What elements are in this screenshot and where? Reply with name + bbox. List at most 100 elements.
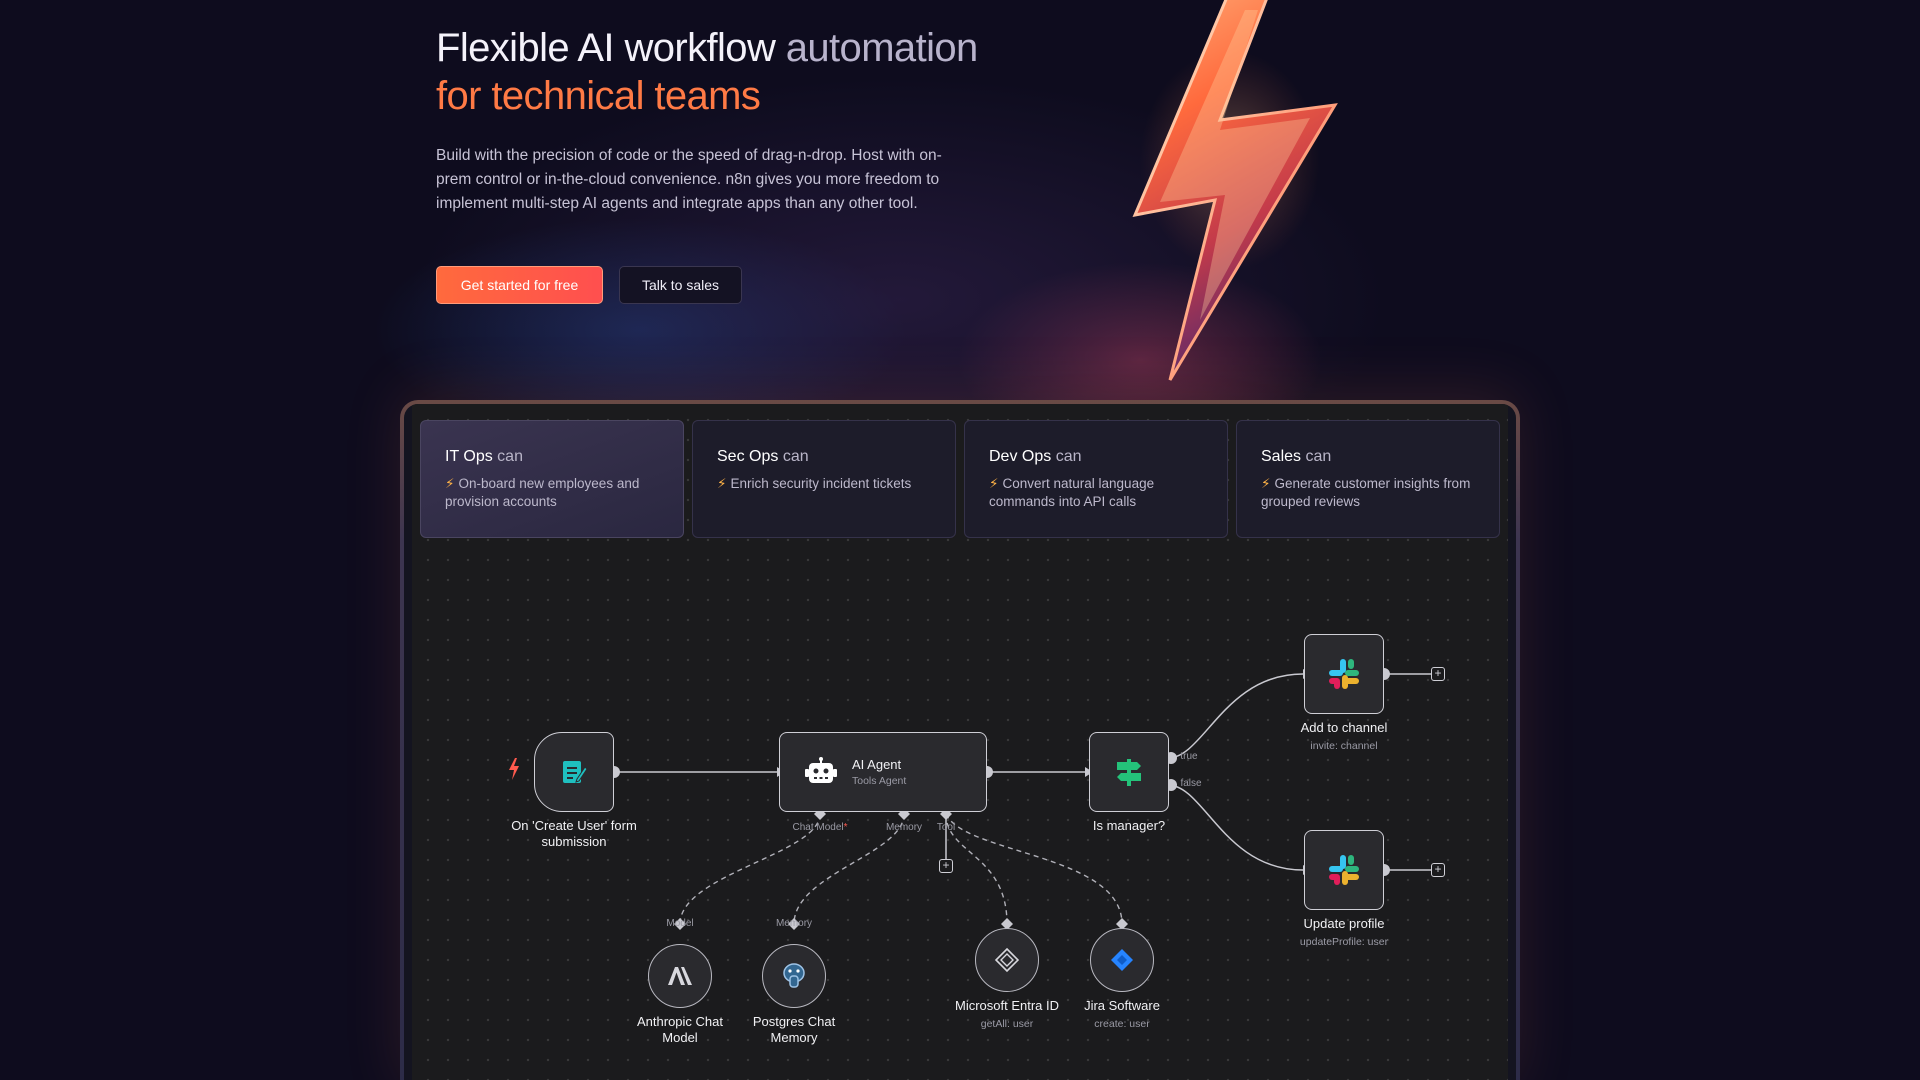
anthropic-chat-model-node[interactable]: [648, 944, 712, 1008]
use-case-tabs: IT Ops can ⚡On-board new employees and p…: [420, 420, 1500, 538]
tab-can: can: [1055, 448, 1082, 465]
input-port-diamond: [1001, 918, 1013, 930]
jira-software-node[interactable]: [1090, 928, 1154, 992]
hero-description: Build with the precision of code or the …: [436, 147, 942, 212]
required-mark: *: [843, 822, 848, 833]
connection-false-branch: [1167, 784, 1304, 871]
connection-tool-entra: [945, 813, 1008, 925]
tab-description: ⚡Enrich security incident tickets: [717, 475, 931, 493]
tab-sec-ops[interactable]: Sec Ops can ⚡Enrich security incident ti…: [692, 420, 956, 538]
postgres-label: Postgres Chat Memory: [752, 1014, 836, 1045]
port-label-memory: Memory: [885, 822, 923, 833]
tab-can: can: [1305, 448, 1332, 465]
tab-desc-text: Convert natural language commands into A…: [989, 476, 1155, 509]
tab-description: ⚡On-board new employees and provision ac…: [445, 475, 659, 511]
add-node-button[interactable]: +: [1431, 667, 1445, 681]
lightning-icon: ⚡: [1261, 476, 1271, 491]
add-node-button[interactable]: +: [1431, 863, 1445, 877]
tab-title: IT Ops can: [445, 447, 659, 467]
tab-title: Sales can: [1261, 447, 1475, 467]
demo-frame: IT Ops can ⚡On-board new employees and p…: [400, 400, 1520, 1080]
hero-title: Flexible AI workflow automation for tech…: [436, 24, 978, 120]
signpost-icon: [1117, 759, 1141, 786]
slack-icon: [1329, 659, 1359, 689]
trigger-node-label: On 'Create User' form submission: [511, 818, 637, 849]
ai-agent-node[interactable]: AI Agent Tools Agent: [779, 732, 987, 812]
tab-team: IT Ops: [445, 448, 493, 465]
talk-to-sales-button[interactable]: Talk to sales: [619, 266, 742, 304]
anthropic-port-label: Model: [666, 918, 694, 929]
trigger-lightning-icon: [509, 758, 519, 780]
tab-title: Sec Ops can: [717, 447, 931, 467]
port-label-chat-model: Chat Model*: [792, 822, 847, 833]
tab-it-ops[interactable]: IT Ops can ⚡On-board new employees and p…: [420, 420, 684, 538]
port-label-text: Chat Model: [792, 822, 844, 833]
node-title: Update profile: [1303, 916, 1385, 931]
tab-desc-text: On-board new employees and provision acc…: [445, 476, 640, 509]
tab-dev-ops[interactable]: Dev Ops can ⚡Convert natural language co…: [964, 420, 1228, 538]
ai-agent-text: AI Agent Tools Agent: [852, 757, 906, 787]
node-subtitle: updateProfile: user: [1299, 936, 1389, 948]
input-port-diamond: [1116, 918, 1128, 930]
microsoft-entra-label: Microsoft Entra ID getAll: user: [955, 998, 1059, 1032]
ai-agent-subtitle: Tools Agent: [852, 775, 907, 787]
update-profile-label: Update profile updateProfile: user: [1300, 916, 1388, 950]
postgres-chat-memory-node[interactable]: [762, 944, 826, 1008]
demo-frame-inner: IT Ops can ⚡On-board new employees and p…: [404, 404, 1516, 1080]
connection-memory: [793, 813, 905, 925]
hero-title-part1: Flexible AI workflow: [436, 26, 786, 70]
robot-icon: [805, 757, 837, 783]
is-manager-label: Is manager?: [1092, 818, 1166, 833]
is-manager-node[interactable]: [1089, 732, 1169, 812]
node-subtitle: invite: channel: [1310, 740, 1378, 752]
postgres-icon: [783, 963, 805, 988]
tab-team: Sales: [1261, 448, 1302, 465]
ai-agent-title: AI Agent: [852, 757, 902, 772]
tab-title: Dev Ops can: [989, 447, 1203, 467]
true-branch-label: true: [1180, 751, 1198, 762]
connection-tool-jira: [945, 813, 1123, 925]
input-port-diamond: [674, 918, 686, 930]
node-title: Microsoft Entra ID: [954, 998, 1060, 1013]
tab-description: ⚡Generate customer insights from grouped…: [1261, 475, 1475, 511]
lightning-icon: ⚡: [989, 476, 999, 491]
node-title: Jira Software: [1084, 998, 1160, 1013]
tab-description: ⚡Convert natural language commands into …: [989, 475, 1203, 511]
add-to-channel-label: Add to channel invite: channel: [1301, 720, 1388, 754]
entra-icon: [994, 947, 1020, 973]
jira-icon: [1111, 949, 1133, 971]
get-started-button[interactable]: Get started for free: [436, 266, 603, 304]
lightning-icon: ⚡: [445, 476, 455, 491]
node-subtitle: create: user: [1094, 1018, 1150, 1030]
tab-can: can: [497, 448, 523, 465]
slack-icon: [1329, 855, 1359, 885]
anthropic-label: Anthropic Chat Model: [637, 1014, 723, 1045]
hero-title-line2: for technical teams: [436, 74, 761, 118]
tab-desc-text: Enrich security incident tickets: [730, 476, 912, 491]
node-subtitle: getAll: user: [980, 1018, 1034, 1030]
lightning-bolt-illustration: [1132, 0, 1338, 381]
connection-true-branch: [1167, 673, 1304, 759]
false-branch-label: false: [1180, 778, 1202, 789]
form-icon: [563, 761, 588, 783]
add-tool-button[interactable]: +: [939, 859, 953, 873]
anthropic-icon: [668, 967, 692, 985]
tab-team: Dev Ops: [989, 448, 1052, 465]
connection-model: [679, 813, 821, 925]
tab-can: can: [782, 448, 809, 465]
tab-desc-text: Generate customer insights from grouped …: [1261, 476, 1471, 509]
node-title: Add to channel: [1300, 720, 1388, 735]
microsoft-entra-node[interactable]: [975, 928, 1039, 992]
lightning-icon: ⚡: [717, 476, 727, 491]
input-port-diamond: [788, 918, 800, 930]
jira-software-label: Jira Software create: user: [1084, 998, 1160, 1032]
update-profile-node[interactable]: [1304, 830, 1384, 910]
trigger-node[interactable]: [534, 732, 614, 812]
postgres-port-label: Memory: [775, 918, 813, 929]
tab-sales[interactable]: Sales can ⚡Generate customer insights fr…: [1236, 420, 1500, 538]
tab-team: Sec Ops: [717, 448, 779, 465]
add-to-channel-node[interactable]: [1304, 634, 1384, 714]
port-label-tool: Tool: [936, 822, 956, 833]
hero-title-part2: automation: [785, 26, 979, 70]
